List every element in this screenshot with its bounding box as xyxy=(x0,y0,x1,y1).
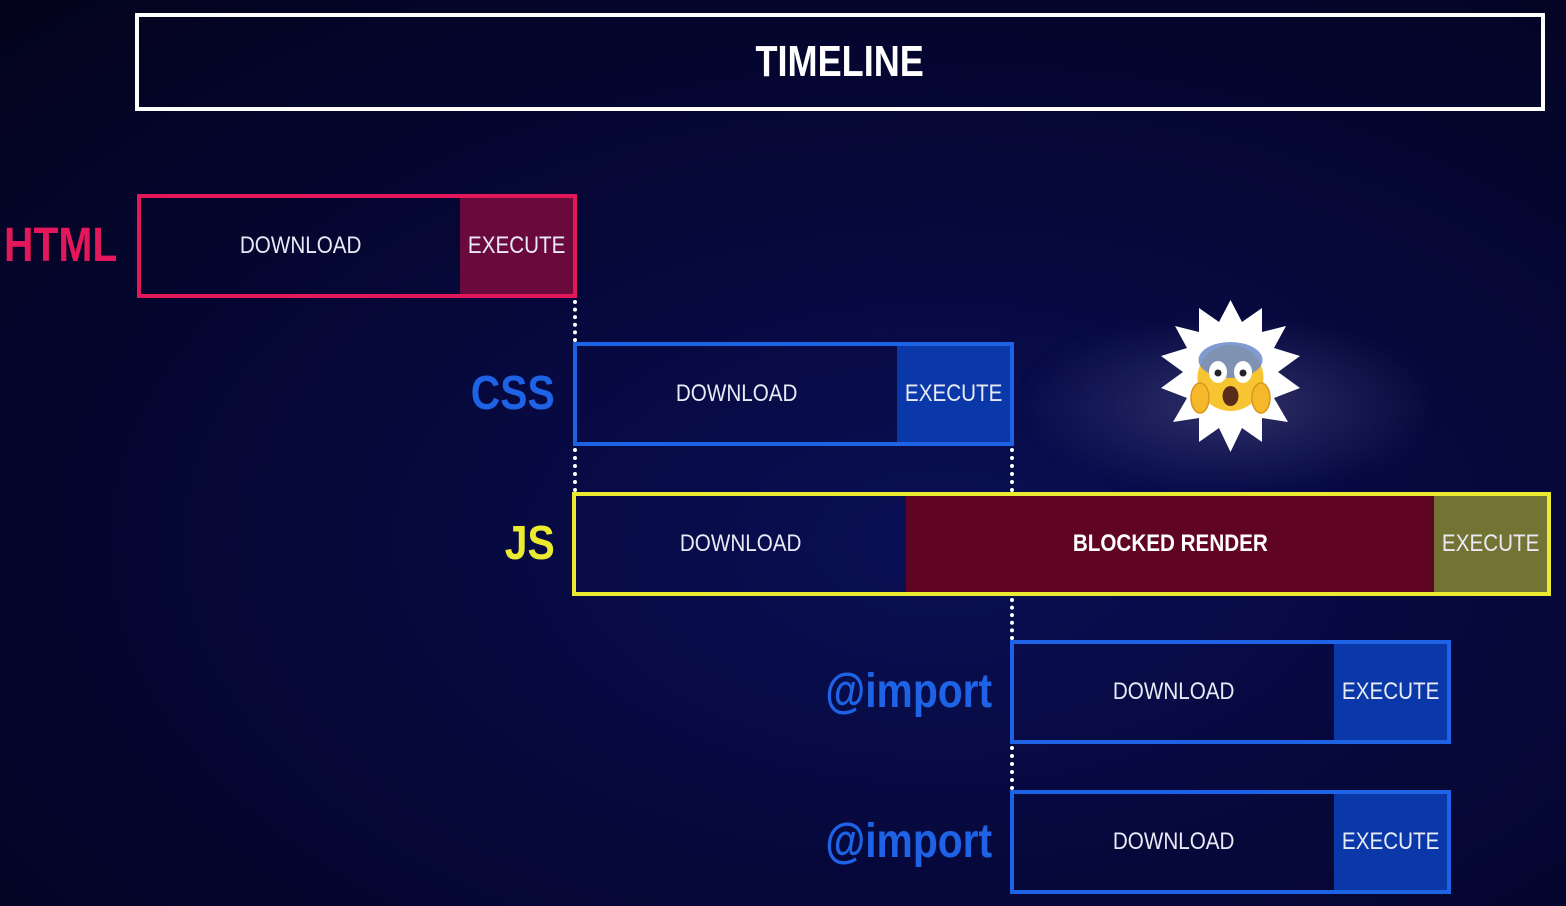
screaming-face-icon xyxy=(1161,300,1300,452)
import-2-download-segment: DOWNLOAD xyxy=(1113,828,1235,855)
row-label-html: HTML xyxy=(3,219,117,272)
html-bar: DOWNLOAD EXECUTE xyxy=(137,194,577,298)
import-1-bar: DOWNLOAD EXECUTE xyxy=(1010,640,1451,744)
css-download-segment: DOWNLOAD xyxy=(676,380,798,407)
timeline-title-box: TIMELINE xyxy=(135,13,1545,111)
import-2-bar: DOWNLOAD EXECUTE xyxy=(1010,790,1451,894)
import-1-download-segment: DOWNLOAD xyxy=(1113,678,1235,705)
js-blocked-render-segment: BLOCKED RENDER xyxy=(906,496,1434,592)
row-label-css: CSS xyxy=(471,367,555,420)
js-bar: DOWNLOAD BLOCKED RENDER EXECUTE xyxy=(572,492,1551,596)
row-label-import-1: @import xyxy=(825,665,992,718)
html-execute-segment: EXECUTE xyxy=(459,198,573,294)
row-label-import-2: @import xyxy=(825,815,992,868)
connector-html-css xyxy=(573,300,577,342)
import-2-execute-segment: EXECUTE xyxy=(1333,794,1447,890)
row-label-js: JS xyxy=(505,517,555,570)
html-download-segment: DOWNLOAD xyxy=(239,232,362,259)
connector-css-js-right xyxy=(1010,448,1014,492)
js-download-segment: DOWNLOAD xyxy=(680,530,802,557)
css-execute-segment: EXECUTE xyxy=(896,346,1010,442)
js-execute-segment: EXECUTE xyxy=(1433,496,1547,592)
connector-import-import xyxy=(1010,746,1014,790)
css-bar: DOWNLOAD EXECUTE xyxy=(573,342,1014,446)
connector-js-import xyxy=(1010,598,1014,640)
timeline-title: TIMELINE xyxy=(755,37,925,86)
connector-css-js-left xyxy=(573,448,577,492)
import-1-execute-segment: EXECUTE xyxy=(1333,644,1447,740)
